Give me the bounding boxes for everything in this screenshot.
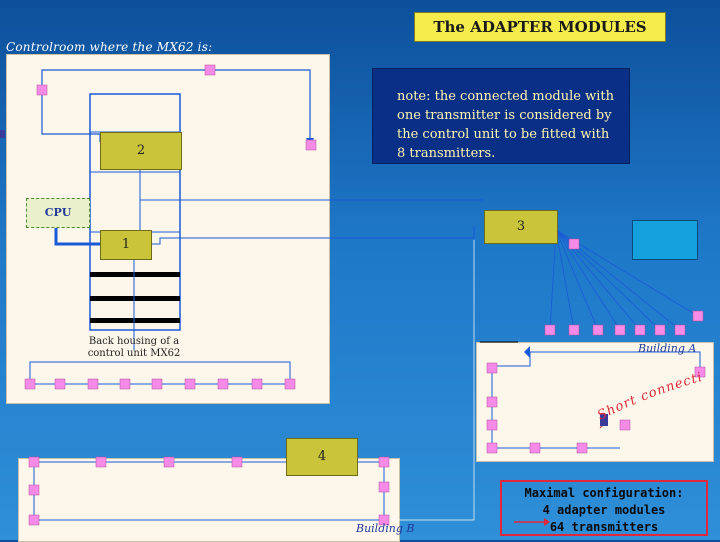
- building-a-panel: [476, 342, 714, 462]
- maximal-line-3: 64 transmitters: [549, 520, 659, 534]
- building-a-label: Building A: [638, 342, 697, 355]
- note-box: note: the connected module with one tran…: [372, 68, 630, 164]
- building-b-label: Building B: [356, 522, 415, 535]
- controlroom-label: Controlroom where the MX62 is:: [6, 40, 213, 54]
- adapter-module-3: 3: [484, 210, 558, 244]
- page-title: The ADAPTER MODULES: [414, 12, 666, 42]
- adapter-module-2: 2: [100, 132, 182, 170]
- maximal-line-2: 4 adapter modules: [542, 503, 666, 517]
- controlroom-panel: [6, 54, 330, 404]
- adapter-module-1: 1: [100, 230, 152, 260]
- cpu-box: CPU: [26, 198, 90, 228]
- maximal-configuration-box: Maximal configuration: 4 adapter modules…: [500, 480, 708, 536]
- adapter-module-4: 4: [286, 438, 358, 476]
- teal-box: [632, 220, 698, 260]
- housing-label: Back housing of a control unit MX62: [87, 336, 181, 359]
- maximal-line-1: Maximal configuration:: [524, 486, 684, 500]
